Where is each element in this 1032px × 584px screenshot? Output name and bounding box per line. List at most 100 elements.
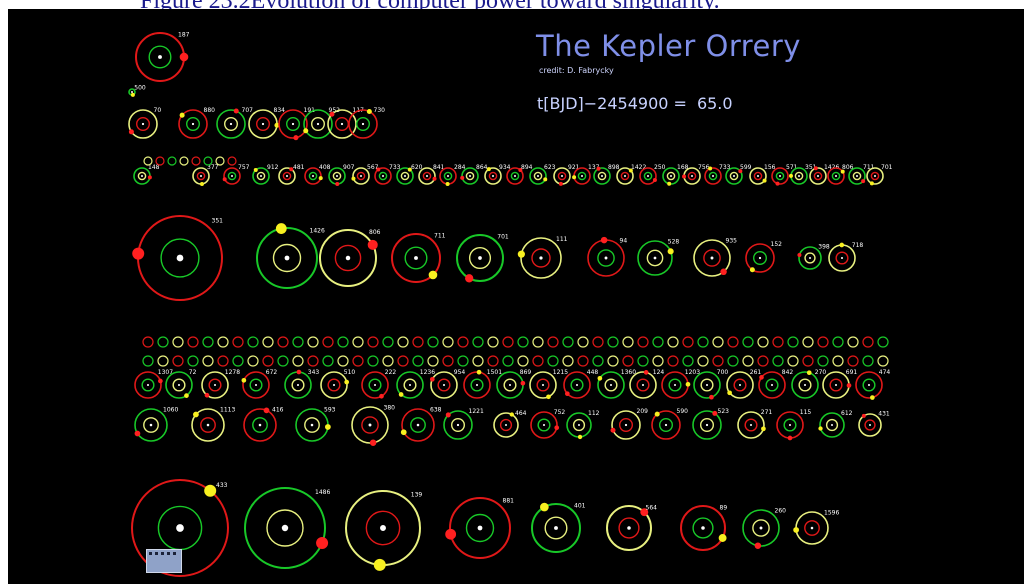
system-label: 623 (544, 164, 556, 171)
system-label: 250 (654, 164, 666, 171)
host-star (442, 383, 446, 387)
system-label: 474 (879, 369, 891, 376)
inner-orbit (544, 516, 568, 540)
system-label: 620 (411, 164, 423, 171)
inner-orbit (557, 171, 567, 181)
planetary-system: 431 (858, 411, 890, 437)
system-label: 408 (319, 164, 331, 171)
planetary-system: 921 (553, 164, 580, 186)
planetary-system: 510 (320, 369, 355, 399)
video-title: The Kepler Orrery (536, 29, 801, 63)
outer-orbit (493, 412, 519, 438)
planet (712, 410, 718, 416)
host-star (779, 175, 781, 177)
outer-orbit (396, 167, 414, 185)
planetary-system: 711 (848, 164, 875, 185)
planet (316, 536, 329, 549)
system-label: 351 (805, 164, 817, 171)
planet (476, 369, 482, 375)
small-system-orbit (847, 336, 859, 348)
small-system-orbit (397, 336, 409, 348)
planetary-system: 700 (693, 369, 728, 400)
inner-orbit (643, 171, 653, 181)
inner-orbit (141, 378, 155, 392)
small-system-orbit (667, 336, 679, 348)
small-system-orbit (772, 355, 784, 367)
host-star (705, 423, 709, 427)
inner-orbit (835, 251, 849, 265)
outer-orbit (361, 371, 389, 399)
planetary-system: 1501 (463, 369, 502, 399)
planet (233, 108, 239, 114)
inner-orbit (577, 171, 587, 181)
planet (335, 181, 340, 186)
system-label: 567 (367, 164, 379, 171)
system-label: 1060 (163, 406, 178, 413)
outer-orbit (320, 371, 348, 399)
system-label: 894 (521, 164, 533, 171)
system-label: 111 (556, 236, 568, 243)
planetary-system: 1236 (396, 369, 435, 399)
inner-orbit (200, 417, 216, 433)
planet (373, 558, 386, 571)
planet (554, 425, 560, 431)
planetary-system: 408 (304, 164, 331, 185)
outer-orbit (745, 243, 775, 273)
host-star (788, 423, 792, 427)
planet (839, 242, 845, 248)
small-system-orbit (802, 355, 814, 367)
outer-orbit (791, 371, 819, 399)
small-system-orbit (142, 355, 154, 367)
planet (179, 112, 185, 118)
host-star (601, 175, 603, 177)
planet (329, 111, 335, 117)
planet (749, 267, 755, 273)
film-strip-icon[interactable] (146, 549, 182, 573)
host-star (404, 175, 406, 177)
planetary-system: 209 (610, 408, 648, 440)
small-system-orbit (742, 355, 754, 367)
planetary-system: 377 (192, 164, 219, 186)
planetary-system: 1278 (201, 369, 240, 399)
planetary-system: 733 (374, 164, 401, 185)
planet (253, 167, 258, 172)
outer-orbit (855, 371, 883, 399)
planetary-system: 343 (284, 369, 319, 399)
outer-orbit (520, 237, 562, 279)
system-label: 864 (476, 164, 488, 171)
host-star (803, 383, 807, 387)
host-star (213, 383, 217, 387)
small-system-orbit (457, 355, 469, 367)
planetary-system: 564 (606, 504, 657, 551)
inner-orbit (282, 171, 292, 181)
outer-orbit (418, 167, 436, 185)
inner-orbit (272, 243, 302, 273)
inner-orbit (572, 418, 586, 432)
planetary-system: 168 (662, 164, 689, 186)
host-star (581, 175, 583, 177)
small-system-orbit (877, 336, 889, 348)
system-label: 571 (786, 164, 798, 171)
system-label: 1426 (310, 228, 325, 235)
planetary-system: 612 (818, 410, 853, 438)
host-star (426, 175, 428, 177)
inner-orbit (499, 418, 513, 432)
small-system-orbit (517, 336, 529, 348)
planet (654, 411, 660, 417)
planet (789, 173, 794, 178)
small-system-orbit (532, 355, 544, 367)
inner-orbit (404, 246, 428, 270)
planetary-system: 111 (517, 236, 568, 279)
small-system-orbit (487, 355, 499, 367)
small-system-orbit (143, 156, 153, 166)
system-label: 733 (389, 164, 401, 171)
planet (132, 247, 145, 260)
planet (366, 109, 372, 115)
inner-orbit (794, 171, 804, 181)
host-star (414, 256, 418, 260)
outer-orbit (352, 167, 370, 185)
host-star (817, 175, 819, 177)
planetary-system: 112 (566, 410, 600, 440)
planetary-system: 433 (131, 479, 229, 577)
